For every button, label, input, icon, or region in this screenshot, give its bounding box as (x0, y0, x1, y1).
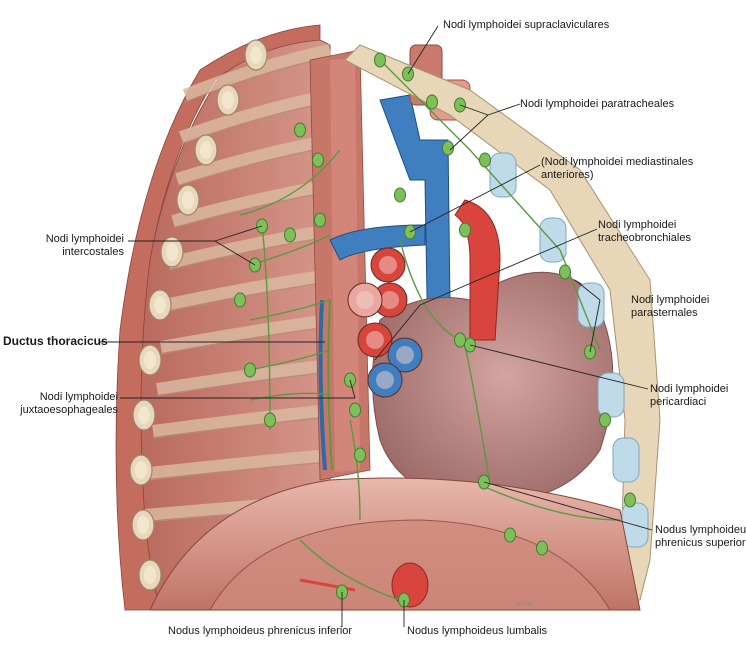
lymph-node (284, 227, 296, 243)
rib (152, 404, 331, 437)
label-line: tracheobronchiales (598, 232, 691, 244)
label-paratracheales: Nodi lymphoidei paratracheales (520, 98, 675, 110)
lymph-node (244, 362, 256, 378)
rib-edge (152, 416, 331, 439)
rib-marrow (138, 406, 150, 424)
lymph-node (264, 412, 276, 428)
label-line: intercostales (62, 246, 124, 258)
label-line: anteriores) (541, 169, 594, 181)
lymph-node (442, 140, 454, 156)
pulmonary-vessel-sections (347, 247, 423, 398)
rib-marrow (135, 461, 147, 479)
vessel-lumen (356, 291, 374, 309)
rib (159, 314, 331, 353)
rib-edge (148, 461, 331, 481)
rib (148, 449, 331, 479)
lymph-vessels (239, 59, 621, 601)
vessel-lumen (381, 291, 399, 309)
posterior-mediastinum (309, 49, 371, 481)
vessel-lumen (376, 371, 394, 389)
label-phrenicus-inferior: Nodus lymphoideus phrenicus inferior (168, 625, 353, 637)
vessel-lumen (366, 331, 384, 349)
lymph-node (294, 122, 306, 138)
leader-lines (100, 25, 653, 627)
label-mediastinales-anteriores: (Nodi lymphoidei mediastinales anteriore… (541, 156, 693, 182)
lymph-node (354, 447, 366, 463)
label-juxtaoesophageales: Nodi lymphoidei juxtaoesophageales (8, 391, 118, 417)
vessel-lumen (379, 256, 397, 274)
watermark: skibe (515, 599, 534, 608)
label-lumbalis: Nodus lymphoideus lumbalis (407, 625, 548, 637)
rib (163, 269, 331, 311)
label-line: Nodi lymphoidei (650, 383, 729, 395)
label-line: Nodus lymphoideus (655, 524, 746, 536)
costal-cartilage (597, 372, 625, 418)
label-parasternales: Nodi lymphoidei parasternales (631, 294, 709, 320)
costal-cartilages (489, 152, 649, 548)
lymph-node (479, 152, 491, 168)
rib (167, 224, 331, 269)
label-line: juxtaoesophageales (20, 404, 118, 416)
rib-edge (160, 326, 331, 355)
rib-edge (156, 371, 331, 397)
label-line: Nodi lymphoidei (598, 219, 677, 231)
lymph-node (559, 264, 571, 280)
rib-sections-left (129, 39, 268, 591)
lymph-node (454, 332, 466, 348)
label-intercostales: Nodi lymphoidei intercostales (20, 233, 124, 259)
rib-edge (168, 236, 331, 271)
rib-marrow (144, 351, 156, 369)
label-ductus-thoracicus: Ductus thoracicus (3, 334, 108, 348)
lymph-node (459, 222, 471, 238)
lymph-node (312, 152, 324, 168)
rib-marrow (137, 516, 149, 534)
lymph-node (504, 527, 516, 543)
lymph-node (349, 402, 361, 418)
rib-marrow (200, 141, 212, 159)
lymph-node (374, 52, 386, 68)
rib-marrow (182, 191, 194, 209)
lymph-node (599, 412, 611, 428)
lymph-node (624, 492, 636, 508)
rib-marrow (144, 566, 156, 584)
label-phrenicus-superior: Nodus lymphoideus phrenicus superior (655, 524, 746, 550)
lymph-node (314, 212, 326, 228)
lymph-node (426, 94, 438, 110)
label-line: Nodi lymphoidei (631, 294, 710, 306)
label-pericardiaci: Nodi lymphoidei pericardiaci (650, 383, 728, 409)
label-line: phrenicus superior (655, 537, 746, 549)
costal-cartilage (489, 152, 517, 198)
rib-edge (164, 281, 331, 313)
label-line: (Nodi lymphoidei mediastinales (541, 156, 694, 168)
rib-marrow (154, 296, 166, 314)
vessel-lumen (396, 346, 414, 364)
lymph-node (536, 540, 548, 556)
label-line: pericardiaci (650, 396, 707, 408)
rib-marrow (250, 46, 262, 64)
costal-cartilage (612, 437, 640, 483)
aorta (454, 199, 501, 341)
thoracic-duct (318, 299, 333, 471)
label-supraclaviculares: Nodi lymphoidei supraclaviculares (443, 19, 610, 31)
label-line: Nodi lymphoidei (39, 391, 118, 403)
label-tracheobronchiales: Nodi lymphoidei tracheobronchiales (598, 219, 691, 245)
label-line: Nodi lymphoidei (45, 233, 124, 245)
rib-marrow (222, 91, 234, 109)
label-line: parasternales (631, 307, 698, 319)
lymph-node (394, 187, 406, 203)
rib-marrow (166, 243, 178, 261)
lymph-node (234, 292, 246, 308)
